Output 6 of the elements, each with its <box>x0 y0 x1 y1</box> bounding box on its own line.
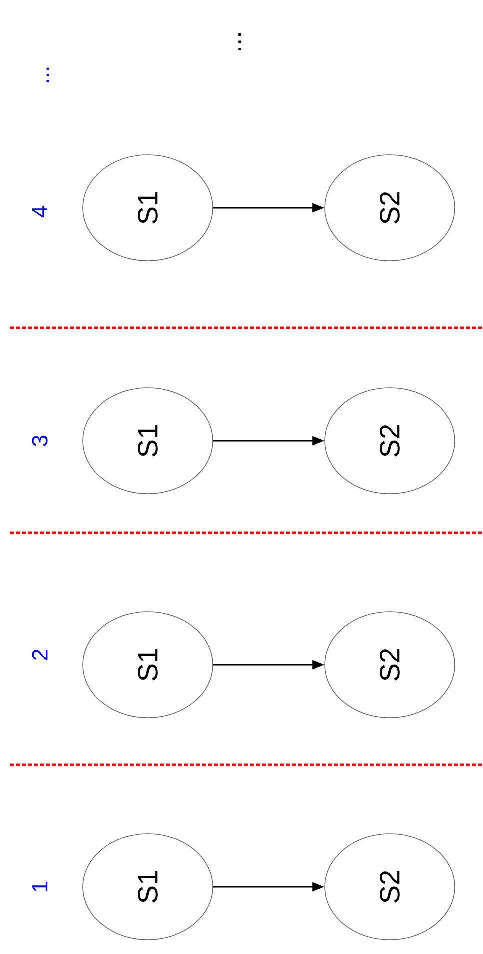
row-number: 2 <box>32 650 48 660</box>
ellipsis: ... <box>238 34 242 50</box>
row-number: 4 <box>32 206 48 218</box>
ellipsis: ... <box>46 68 50 82</box>
row-number: 3 <box>32 436 48 446</box>
row-number: 1 <box>32 882 48 892</box>
